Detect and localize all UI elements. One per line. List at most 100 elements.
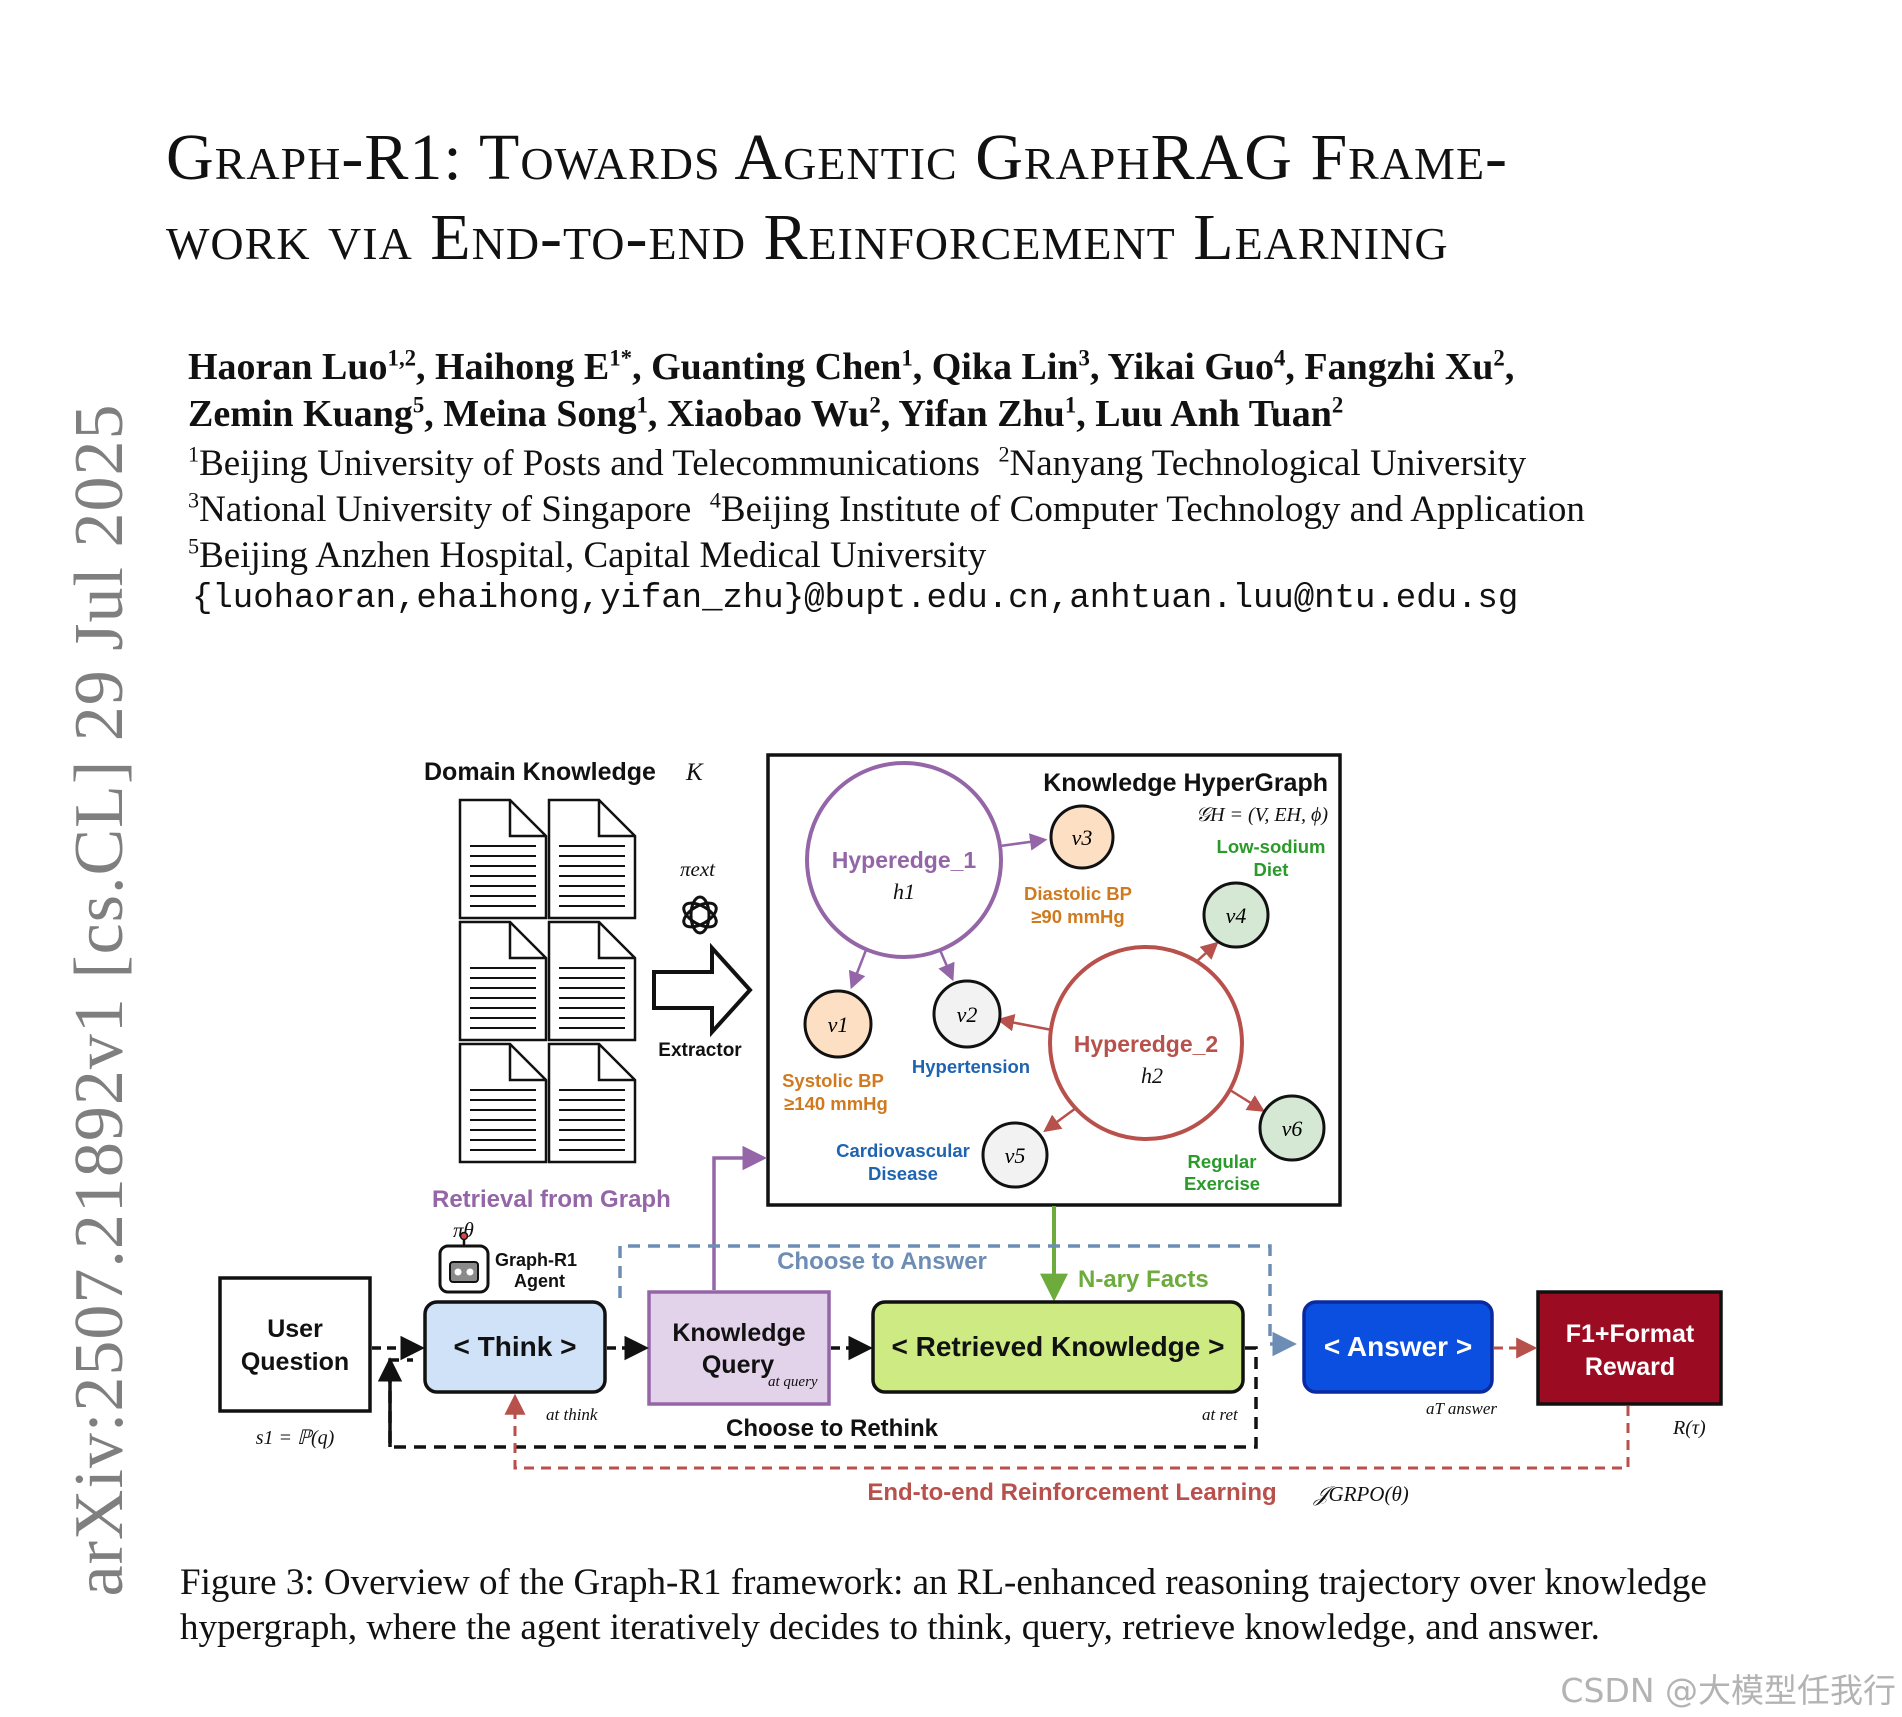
author-affiliation-mark: 2 <box>1331 392 1344 418</box>
author-name: Guanting Chen <box>651 346 902 388</box>
think-label: < Think > <box>454 1331 577 1362</box>
hyperedge-1-circle <box>805 761 1003 959</box>
author-name: Xiaobao Wu <box>666 393 870 435</box>
author-line-1: Haoran Luo1,2, Haihong E1*, Guanting Che… <box>188 345 1515 388</box>
user-question-box <box>218 1276 372 1413</box>
reward-box <box>1536 1290 1723 1406</box>
label-systolic-value: ≥140 mmHg <box>784 1093 888 1114</box>
document-icon <box>458 798 548 920</box>
hyperedge-2-label: Hyperedge_2 <box>1074 1031 1218 1057</box>
author-name: Yikai Guo <box>1107 346 1275 388</box>
document-icon <box>547 798 637 920</box>
author-affiliation-mark: 3 <box>1078 345 1090 371</box>
r-tau-label: R(τ) <box>1672 1417 1706 1439</box>
retrieved-knowledge-box <box>871 1300 1245 1394</box>
affiliation-line-3: 5Beijing Anzhen Hospital, Capital Medica… <box>188 533 987 576</box>
label-disease: Disease <box>868 1163 938 1184</box>
robot-icon <box>438 1231 490 1294</box>
hypergraph-formula: 𝒢H = (V, EH, ϕ) <box>1196 804 1328 826</box>
choose-answer-loop <box>618 1244 1297 1357</box>
label-diet: Diet <box>1254 859 1289 880</box>
think-box <box>423 1300 607 1394</box>
choose-rethink-label: Choose to Rethink <box>726 1415 939 1442</box>
author-name: Haihong E <box>435 346 610 388</box>
author-affiliation-mark: 1,2 <box>387 345 417 371</box>
author-affiliation-mark: 1 <box>1064 392 1077 418</box>
author-emails: {luohaoran,ehaihong,yifan_zhu}@bupt.edu.… <box>192 580 1519 618</box>
user-question-label-2: Question <box>241 1348 349 1376</box>
author-name: Yifan Zhu <box>898 393 1065 435</box>
label-regular: Regular <box>1188 1151 1257 1172</box>
svg-text:v2: v2 <box>957 1002 978 1027</box>
a-think-label: at think <box>546 1405 598 1424</box>
edge-h2-v6 <box>1229 1088 1265 1112</box>
author-name: Meina Song <box>443 393 637 435</box>
document-icon <box>547 1042 637 1164</box>
choose-answer-label: Choose to Answer <box>777 1248 987 1275</box>
hypergraph-title: Knowledge HyperGraph <box>1043 769 1328 797</box>
label-systolic: Systolic BP <box>782 1070 884 1091</box>
author-affiliation-mark: 4 <box>1274 345 1286 371</box>
author-name: Fangzhi Xu <box>1304 346 1494 388</box>
svg-text:v6: v6 <box>1282 1116 1303 1141</box>
svg-text:v3: v3 <box>1072 825 1093 850</box>
watermark: CSDN @大模型任我行 <box>1560 1671 1896 1710</box>
svg-text:v4: v4 <box>1226 903 1247 928</box>
edge-h2-v5 <box>1043 1106 1077 1133</box>
edge-h2-v4 <box>1195 941 1219 963</box>
user-question-label-1: User <box>267 1315 323 1343</box>
knowledge-query-box <box>647 1290 831 1406</box>
label-diastolic: Diastolic BP <box>1024 883 1132 904</box>
pi-theta-label: πθ <box>453 1218 474 1242</box>
document-stack <box>458 798 637 1164</box>
a-query-label: at query <box>768 1374 818 1390</box>
document-icon <box>458 920 548 1042</box>
openai-logo-icon <box>682 895 718 935</box>
document-icon <box>458 1042 548 1164</box>
domain-knowledge-symbol: K <box>685 759 704 786</box>
reward-label-2: Reward <box>1585 1353 1675 1381</box>
node-v6: v6 <box>1258 1094 1326 1162</box>
agent-label-2: Agent <box>514 1271 565 1291</box>
author-name: Haoran Luo <box>188 346 388 388</box>
node-v5: v5 <box>981 1121 1049 1189</box>
pi-ext-label: πext <box>680 857 716 881</box>
title-line-1: Graph-R1: Towards Agentic GraphRAG Frame… <box>166 121 1509 194</box>
extractor-arrow-icon <box>652 942 753 1038</box>
h2-label: h2 <box>1141 1063 1163 1088</box>
extractor-label: Extractor <box>658 1040 742 1061</box>
edge-h1-v3 <box>999 833 1048 851</box>
a-answer-label: aT answer <box>1426 1399 1497 1418</box>
author-affiliation-mark: 1 <box>636 392 648 418</box>
document-icon <box>547 920 637 1042</box>
node-v3: v3 <box>1049 804 1115 870</box>
paper-title: Graph-R1: Towards Agentic GraphRAG Frame… <box>166 118 1766 278</box>
author-list: Haoran Luo1,2, Haihong E1*, Guanting Che… <box>188 344 1514 438</box>
node-v2: v2 <box>932 979 1002 1049</box>
svg-text:v1: v1 <box>828 1012 849 1037</box>
title-line-2: work via End-to-end Reinforcement Learni… <box>166 201 1449 274</box>
svg-text:v5: v5 <box>1005 1143 1026 1168</box>
knowledge-query-label-2: Query <box>702 1351 774 1379</box>
author-name: Qika Lin <box>931 346 1079 388</box>
agent-label-1: Graph-R1 <box>495 1250 577 1270</box>
author-line-2: Zemin Kuang5, Meina Song1, Xiaobao Wu2, … <box>188 392 1344 435</box>
edge-h1-v2 <box>938 949 955 982</box>
author-name: Zemin Kuang <box>188 393 413 435</box>
node-v4: v4 <box>1202 881 1270 949</box>
j-grpo-label: 𝒥GRPO(θ) <box>1313 1482 1409 1506</box>
node-v1: v1 <box>803 989 873 1059</box>
edge-h2-v2 <box>996 1014 1053 1032</box>
hyperedge-2-circle <box>1048 945 1244 1141</box>
retrieval-from-graph-label: Retrieval from Graph <box>432 1186 671 1213</box>
nary-facts-label: N-ary Facts <box>1078 1266 1209 1293</box>
affiliations: 1Beijing University of Posts and Telecom… <box>188 441 1585 579</box>
rl-loop <box>504 1393 1630 1470</box>
edge-h1-v1 <box>848 949 868 990</box>
figure-caption: Figure 3: Overview of the Graph-R1 frame… <box>180 1562 1707 1648</box>
answer-label: < Answer > <box>1324 1331 1472 1362</box>
s1-label: s1 = ℙ(q) <box>256 1427 335 1449</box>
reward-label-1: F1+Format <box>1566 1320 1695 1348</box>
hyperedge-1-label: Hyperedge_1 <box>832 847 977 873</box>
